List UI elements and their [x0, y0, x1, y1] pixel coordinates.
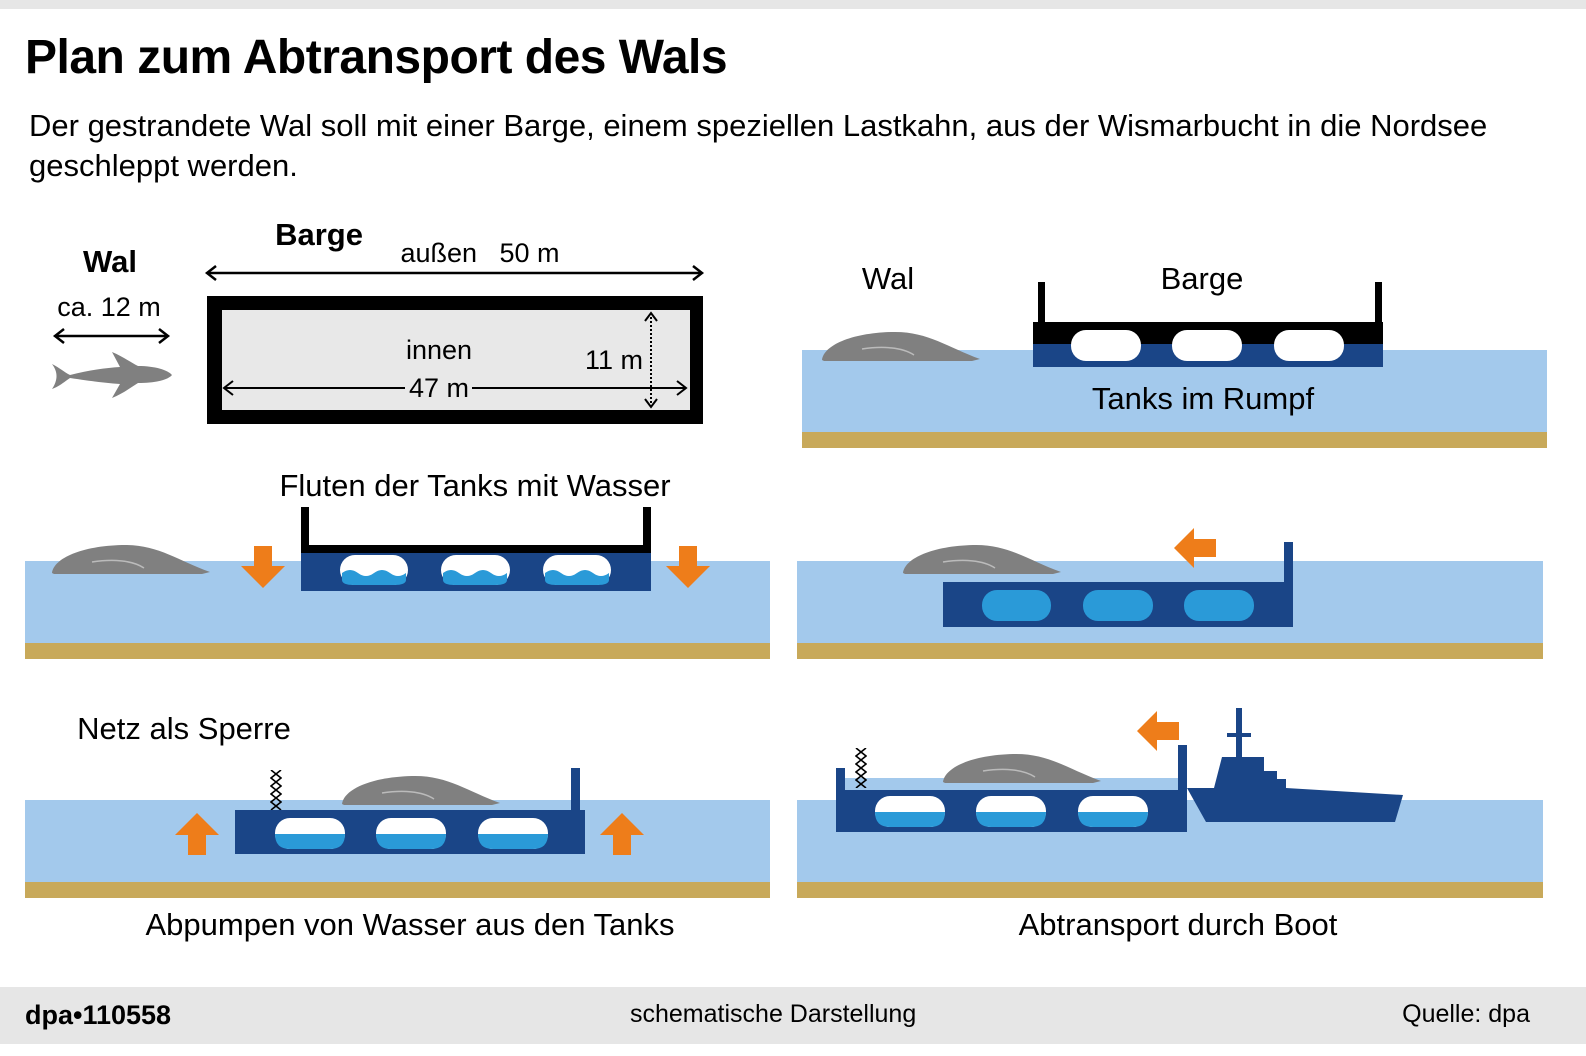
whale-icon [52, 545, 210, 574]
net-label: Netz als Sperre [77, 711, 291, 746]
tank-empty [1071, 330, 1141, 361]
barge-wall [301, 507, 309, 553]
barge-wall [643, 507, 651, 553]
barge-wall [1178, 745, 1187, 790]
seabed [797, 882, 1543, 898]
tank-empty [1274, 330, 1344, 361]
barge-wall [1038, 282, 1045, 322]
panel-transport: Abtransport durch Boot [797, 708, 1543, 942]
dimensions-panel: Wal ca. 12 m Barge außen 50 m innen 47 m… [52, 217, 705, 424]
seabed [25, 882, 770, 898]
tugboat-icon [1187, 757, 1403, 822]
footer-note: schematische Darstellung [630, 1000, 917, 1028]
whale-label: Wal [83, 244, 137, 279]
panel-setup: Wal Barge Tanks im Rumpf [802, 261, 1547, 448]
whale-length-arrow [52, 328, 171, 344]
mast-crossbar [1227, 733, 1251, 737]
barge-wall [571, 768, 580, 810]
tanks-half [275, 818, 548, 849]
tank-full [1083, 590, 1153, 621]
inner-width: 11 m [585, 345, 643, 375]
arrow-left-icon [1137, 711, 1179, 751]
panel-pumping: Netz als Sperre Abpumpen von Wasser aus … [25, 711, 770, 942]
barge-label: Barge [275, 217, 363, 252]
barge-label: Barge [1161, 261, 1244, 296]
whale-icon [822, 332, 980, 361]
top-bar [0, 0, 1586, 9]
pumping-caption: Abpumpen von Wasser aus den Tanks [145, 907, 674, 942]
page-title: Plan zum Abtransport des Wals [25, 31, 728, 84]
transport-caption: Abtransport durch Boot [1019, 907, 1338, 942]
panel-sunken [797, 528, 1543, 659]
source: Quelle: dpa [1402, 1000, 1530, 1028]
outer-length-arrow [204, 265, 705, 281]
seabed [802, 432, 1547, 448]
tank-full [1184, 590, 1254, 621]
inner-width-arrow [644, 311, 658, 409]
inner-length: 47 m [409, 373, 469, 403]
tank-empty [1172, 330, 1242, 361]
barge-wall [1284, 542, 1293, 582]
footer: dpa•110558 schematische Darstellung Quel… [0, 987, 1586, 1044]
inner-length-arrow [222, 380, 688, 396]
tanks-filling [340, 555, 611, 585]
tanks-label: Tanks im Rumpf [1092, 381, 1315, 416]
whale-icon [943, 754, 1101, 783]
whale-length: ca. 12 m [57, 292, 161, 322]
whale-top-view-icon [52, 352, 172, 398]
whale-label: Wal [862, 261, 914, 296]
tank-full [982, 590, 1051, 621]
inner-length-bg [405, 372, 472, 402]
graphic-id: dpa•110558 [25, 1000, 172, 1030]
inner-label: innen [406, 335, 472, 365]
seabed [797, 643, 1543, 659]
barge-wall [1375, 282, 1382, 322]
whale-icon [903, 545, 1061, 574]
subtitle: Der gestrandete Wal soll mit einer Barge… [29, 108, 1488, 183]
tanks-half [875, 796, 1148, 827]
barge-deck [301, 545, 651, 553]
seabed [25, 643, 770, 659]
panel-flooding: Fluten der Tanks mit Wasser [25, 468, 770, 659]
barge-wall [836, 768, 845, 790]
outer-length: außen 50 m [400, 238, 559, 268]
flooding-caption: Fluten der Tanks mit Wasser [279, 468, 670, 503]
whale-icon [342, 776, 500, 805]
